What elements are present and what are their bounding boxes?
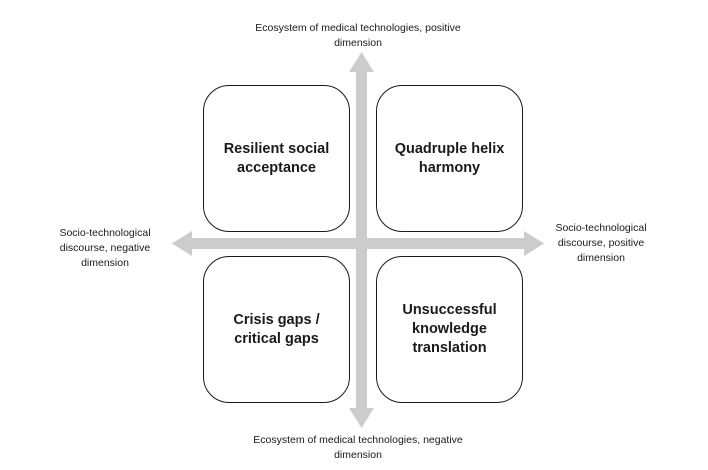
quadrant-top-right-label: Quadruple helix harmony xyxy=(394,140,505,176)
quadrant-bottom-left-label: Crisis gaps / critical gaps xyxy=(233,311,320,347)
axis-label-left: Socio-technological discourse, negative … xyxy=(59,227,151,269)
axis-label-right: Socio-technological discourse, positive … xyxy=(555,222,647,264)
quadrant-bottom-left: Crisis gaps / critical gaps xyxy=(203,256,350,403)
arrow-down-icon xyxy=(349,408,374,428)
axis-label-top: Ecosystem of medical technologies, posit… xyxy=(255,22,461,49)
quadrant-bottom-right-label: Unsuccessful knowledge translation xyxy=(402,302,497,356)
arrow-left-icon xyxy=(172,231,192,256)
horizontal-axis-shaft xyxy=(190,238,527,249)
arrow-up-icon xyxy=(349,52,374,72)
quadrant-top-left-label: Resilient social acceptance xyxy=(223,140,330,176)
quadrant-bottom-right: Unsuccessful knowledge translation xyxy=(376,256,523,403)
quadrant-top-right: Quadruple helix harmony xyxy=(376,85,523,232)
arrow-right-icon xyxy=(524,231,544,256)
quadrant-top-left: Resilient social acceptance xyxy=(203,85,350,232)
axis-label-bottom: Ecosystem of medical technologies, negat… xyxy=(253,434,463,461)
